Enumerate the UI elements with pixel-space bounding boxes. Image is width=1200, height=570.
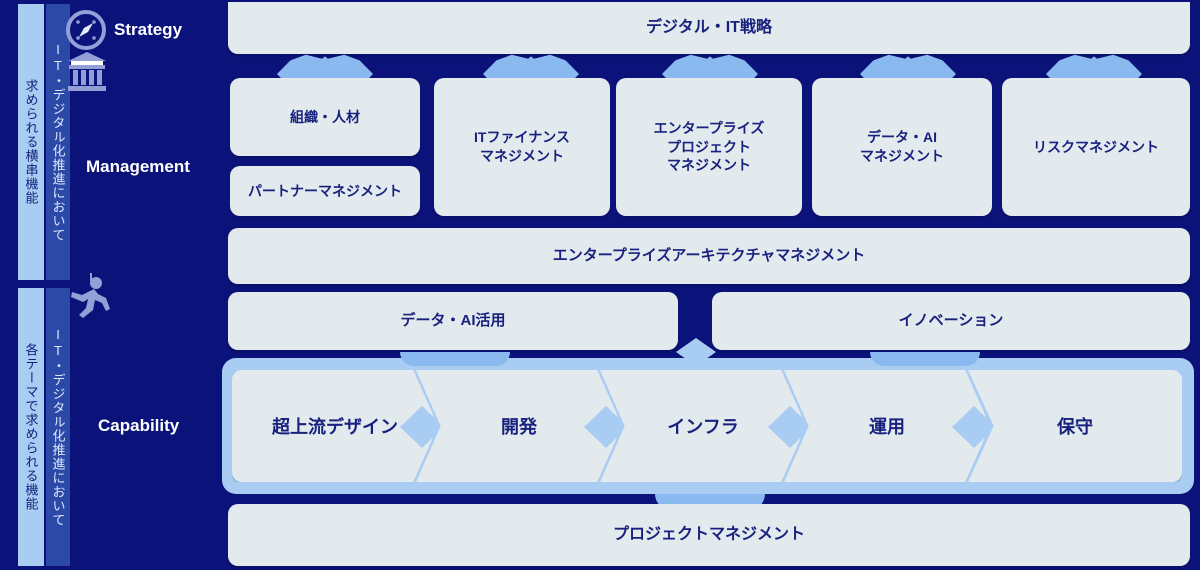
management-card-data-ai-mgmt-label: データ・AI マネジメント <box>860 129 944 164</box>
bracket-inner-text: IT・デジタル化推進において <box>50 327 66 527</box>
management-card-partner-mgmt[interactable]: パートナーマネジメント <box>230 166 420 216</box>
management-card-org-hr-label: 組織・人材 <box>290 108 360 125</box>
capability-step-infrastructure-label: インフラ <box>667 417 739 437</box>
capability-step-maintenance-label: 保守 <box>1057 417 1093 437</box>
bracket-outer-label-capability: 各テーマで求められる機能 <box>18 288 44 566</box>
row-label-management: Management <box>86 157 190 176</box>
management-card-risk-mgmt-label: リスクマネジメント <box>1033 138 1159 155</box>
institution-icon <box>64 50 110 94</box>
capability-step-maintenance[interactable]: 保守 <box>968 370 1182 482</box>
enterprise-architecture-band[interactable]: エンタープライズアーキテクチャマネジメント <box>228 228 1190 284</box>
management-card-enterprise-pm[interactable]: エンタープライズ プロジェクト マネジメント <box>616 78 802 216</box>
management-card-risk-mgmt[interactable]: リスクマネジメント <box>1002 78 1190 216</box>
management-card-enterprise-pm-label: エンタープライズ プロジェクト マネジメント <box>653 119 765 174</box>
management-card-it-finance-label: ITファイナンス マネジメント <box>474 129 570 164</box>
project-management-band-label: プロジェクトマネジメント <box>612 526 805 544</box>
enterprise-architecture-band-label: エンタープライズアーキテクチャマネジメント <box>552 246 866 264</box>
compass-icon <box>64 8 108 52</box>
capability-step-infrastructure[interactable]: インフラ <box>600 370 806 482</box>
capability-step-operations-label: 運用 <box>869 417 905 437</box>
theme-card-data-ai-usage-label: データ・AI活用 <box>400 311 506 329</box>
management-card-org-hr[interactable]: 組織・人材 <box>230 78 420 156</box>
management-card-it-finance[interactable]: ITファイナンス マネジメント <box>434 78 610 216</box>
bracket-outer-text: 各テーマで求められる機能 <box>23 343 39 511</box>
theme-card-data-ai-usage[interactable]: データ・AI活用 <box>228 292 678 350</box>
capability-step-development-label: 開発 <box>501 417 537 437</box>
row-label-strategy: Strategy <box>114 20 183 39</box>
runner-icon <box>62 270 114 322</box>
capability-step-upstream-design-label: 超上流デザイン <box>272 417 398 437</box>
theme-card-innovation-label: イノベーション <box>898 311 1004 329</box>
bracket-inner-text: IT・デジタル化推進において <box>50 42 66 242</box>
connector-nub-capability-2 <box>870 352 980 366</box>
strategy-band[interactable]: デジタル・IT戦略 <box>228 2 1190 54</box>
project-management-band[interactable]: プロジェクトマネジメント <box>228 504 1190 566</box>
bracket-outer-text: 求められる横串機能 <box>23 79 39 205</box>
management-card-data-ai-mgmt[interactable]: データ・AI マネジメント <box>812 78 992 216</box>
management-card-partner-mgmt-label: パートナーマネジメント <box>248 182 402 199</box>
theme-card-innovation[interactable]: イノベーション <box>712 292 1190 350</box>
row-label-capability: Capability <box>98 416 180 435</box>
strategy-band-label: デジタル・IT戦略 <box>646 19 772 37</box>
connector-nub-capability <box>400 352 510 366</box>
